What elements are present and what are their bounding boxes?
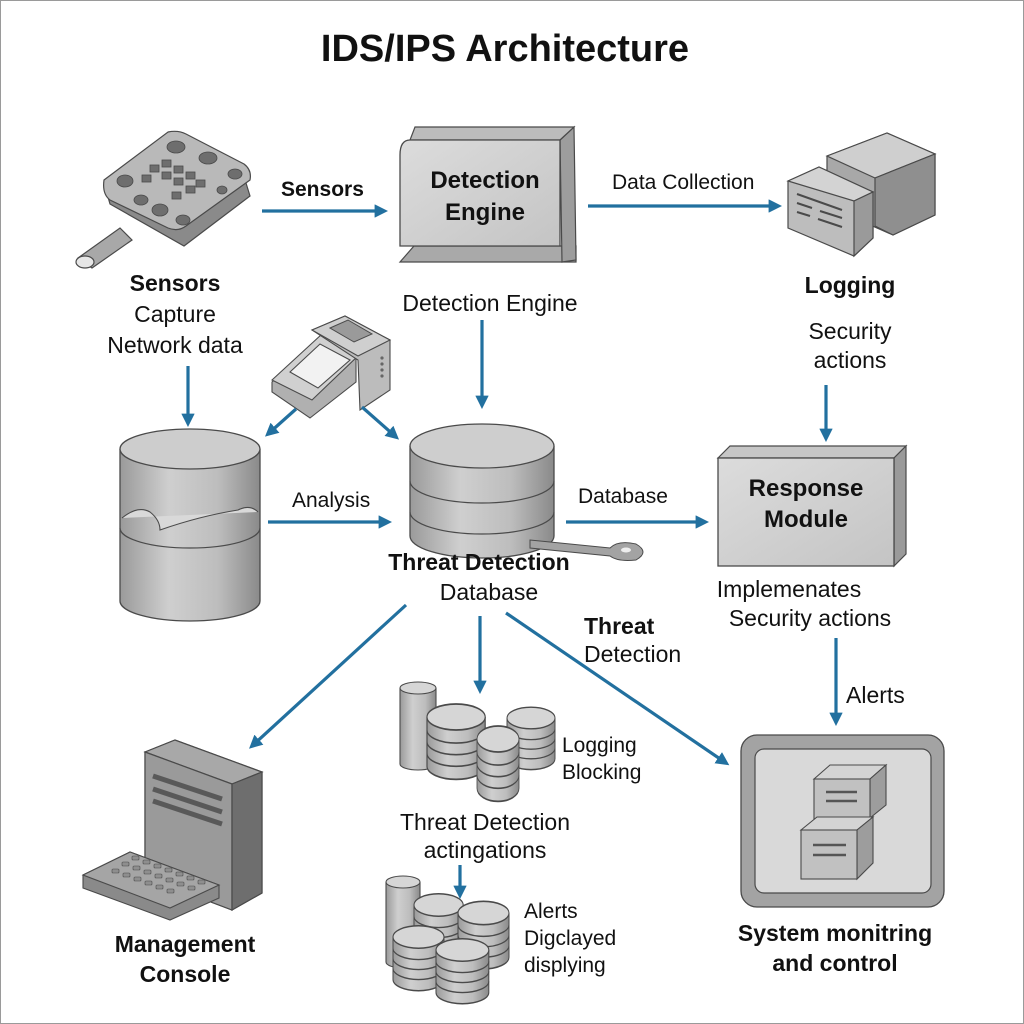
cluster1-label-1: Logging <box>562 734 637 757</box>
middle-caption-2: actingations <box>423 837 547 863</box>
response-module-subtitle-1: Implemenates <box>716 576 862 602</box>
edge-label-analysis: Analysis <box>292 489 371 512</box>
response-module-title-1: Response <box>748 475 864 502</box>
logging-title: Logging <box>804 272 896 298</box>
arrow-db-to-console <box>249 603 408 749</box>
database-cluster-icon <box>385 875 510 1005</box>
logging-subtitle-2: actions <box>813 347 887 373</box>
storage-cylinder-icon <box>119 428 261 622</box>
network-appliance-icon <box>271 315 392 419</box>
cluster1-label-2: Blocking <box>562 761 642 784</box>
detection-engine-title-1: Detection <box>430 167 540 194</box>
response-module-subtitle-2: Security actions <box>728 605 892 631</box>
management-console-title-2: Console <box>139 961 231 987</box>
edge-label-detection: Detection <box>584 641 682 667</box>
system-monitoring-title-2: and control <box>772 950 898 976</box>
server-keyboard-icon <box>81 739 264 921</box>
system-monitoring-title-1: System monitring <box>737 920 933 946</box>
cluster2-label-2: Digclayed <box>524 927 617 950</box>
cluster2-label-3: displying <box>524 954 606 977</box>
arrow-db-to-monitor <box>505 611 730 766</box>
sensors-subtitle-2: Network data <box>107 332 243 358</box>
detection-engine-box-icon <box>398 125 577 263</box>
edge-label-sensors: Sensors <box>281 178 364 201</box>
sensors-title: Sensors <box>129 270 221 296</box>
page-title: IDS/IPS Architecture <box>320 28 690 70</box>
middle-caption-1: Threat Detection <box>399 809 571 835</box>
database-icon <box>409 423 644 561</box>
detection-engine-caption: Detection Engine <box>402 290 578 316</box>
edge-label-threat: Threat <box>584 613 655 639</box>
threat-db-subtitle: Database <box>439 579 539 605</box>
detection-engine-title-2: Engine <box>444 199 525 226</box>
arrow-appliance-to-store <box>264 407 298 437</box>
edge-label-data-collection: Data Collection <box>612 171 755 194</box>
log-storage-icon <box>786 132 937 258</box>
edge-label-alerts: Alerts <box>846 682 905 708</box>
database-cluster-icon <box>399 681 556 803</box>
response-module-box-icon <box>716 444 908 568</box>
edge-label-database: Database <box>578 485 668 508</box>
sensors-subtitle-1: Capture <box>134 301 216 327</box>
logging-subtitle-1: Security <box>808 318 892 344</box>
threat-db-title: Threat Detection <box>388 549 570 575</box>
sensor-device-icon <box>75 130 251 269</box>
response-module-title-2: Module <box>764 506 848 533</box>
monitor-cabinet-icon <box>740 734 945 908</box>
arrow-appliance-to-db <box>360 405 400 440</box>
cluster2-label-1: Alerts <box>524 900 578 923</box>
management-console-title-1: Management <box>114 931 256 957</box>
